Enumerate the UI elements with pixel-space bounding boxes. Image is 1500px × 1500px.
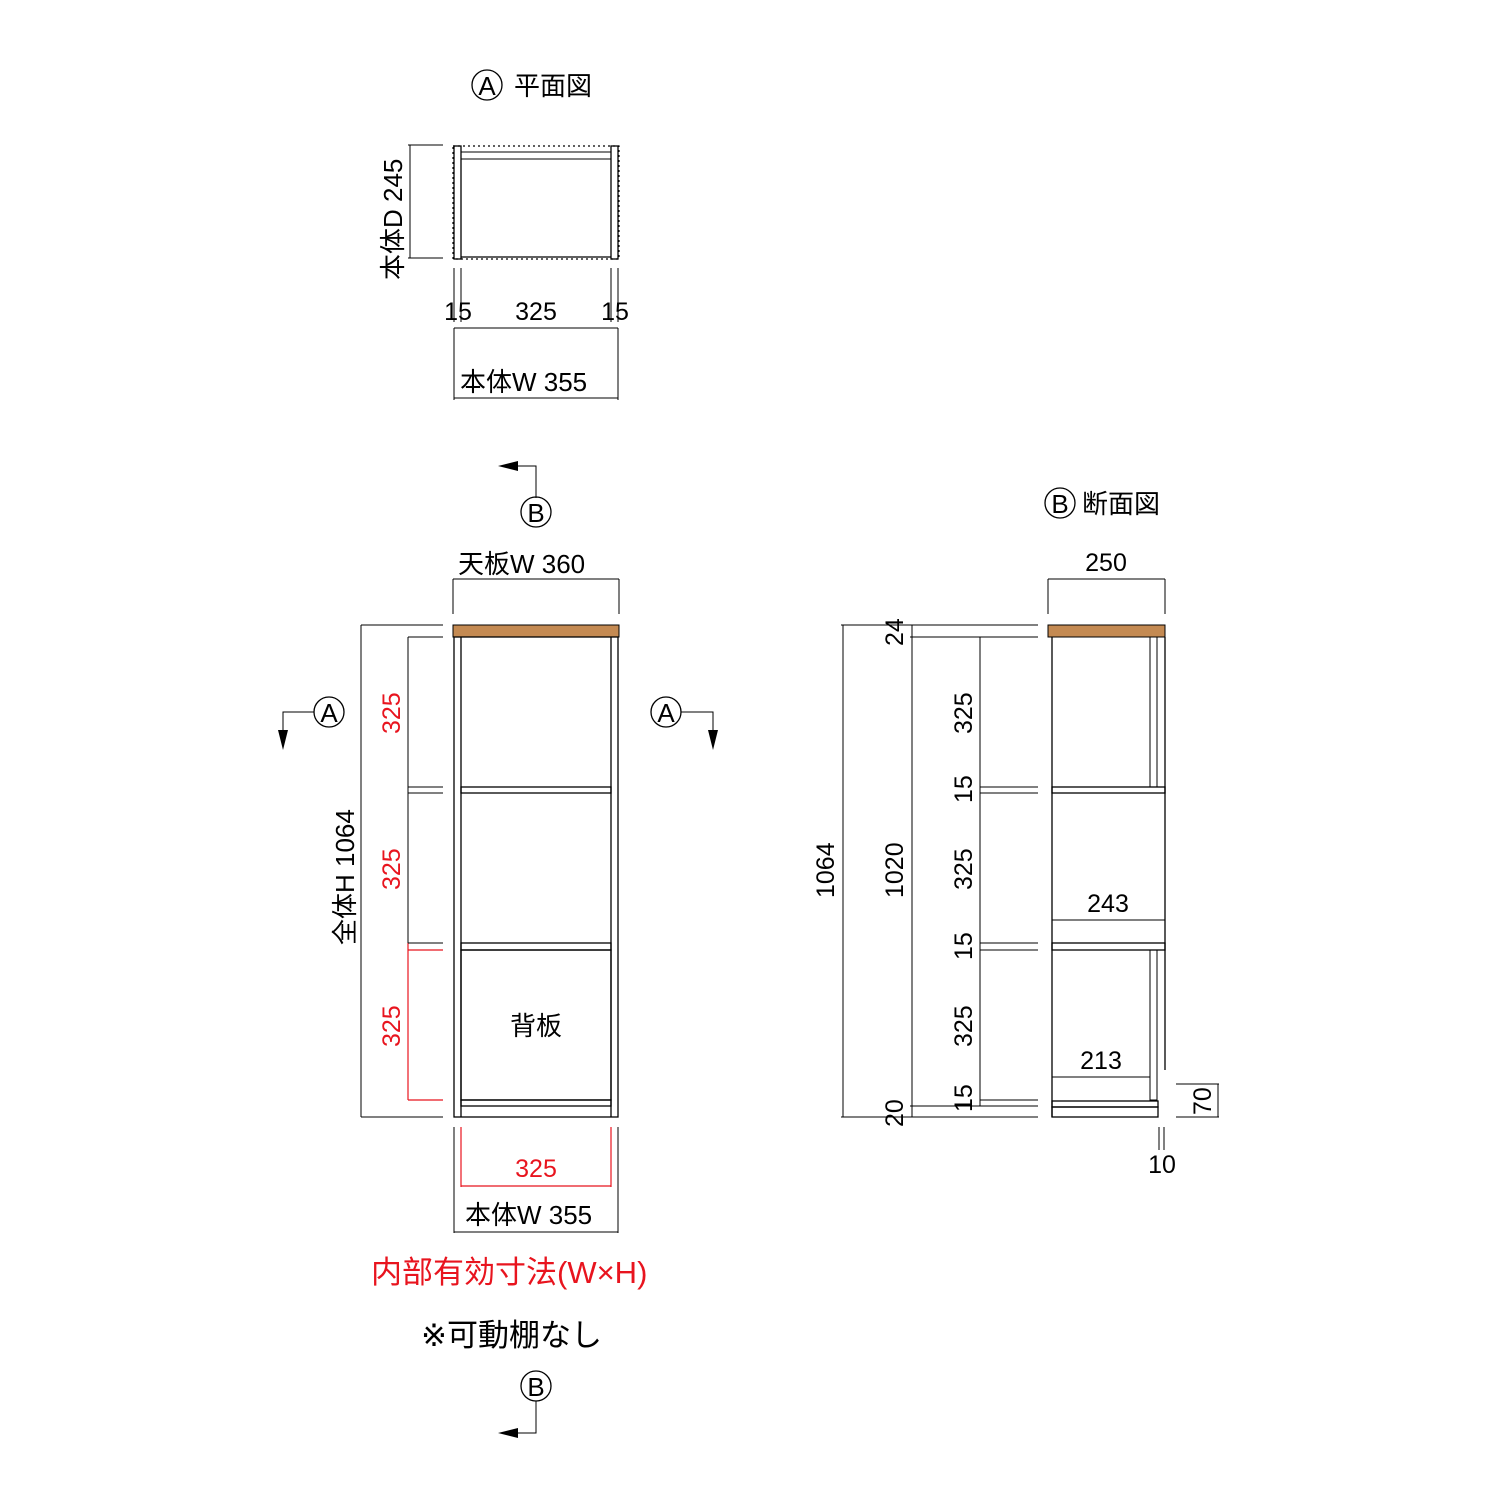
plan-width-label: 本体W 355: [460, 367, 587, 397]
stack-dim-3: 325: [950, 848, 978, 890]
section-marker-left: A: [320, 698, 338, 728]
section-marker-right: A: [657, 698, 675, 728]
no-adjustable-shelf-note: ※可動棚なし: [421, 1318, 602, 1353]
shelf-depth-mid: 243: [1087, 890, 1129, 918]
plinth-height: 70: [1189, 1087, 1217, 1115]
section-top-board: [1047, 624, 1166, 638]
stack-dim-1: 325: [950, 692, 978, 734]
stack-dim-2: 15: [950, 775, 978, 803]
plan-view: A 平面図 本体D 245 15 325 15 本体W 355: [378, 69, 629, 400]
section-marker-top: B: [527, 498, 544, 528]
section-overall-height: 1064: [812, 842, 840, 898]
plan-dim-left: 15: [444, 298, 472, 326]
section-title: 断面図: [1082, 489, 1160, 519]
inner-height-2: 325: [378, 848, 406, 890]
stack-dim-5: 325: [950, 1005, 978, 1047]
plinth-offset: 10: [1148, 1151, 1176, 1179]
overall-height-label: 全体H 1064: [330, 809, 360, 945]
plan-marker: A: [478, 71, 496, 101]
section-top-thickness: 24: [881, 618, 909, 646]
plan-dim-right: 15: [601, 298, 629, 326]
marker-circle-a: [471, 69, 503, 101]
body-width-label: 本体W 355: [465, 1200, 592, 1230]
section-marker-bottom: B: [527, 1372, 544, 1402]
section-base-height: 20: [881, 1099, 909, 1127]
section-view: B 断面図 250 243 213 1064 1020 24 20 325 15…: [812, 487, 1219, 1179]
section-body-height: 1020: [881, 842, 909, 898]
shelf-depth-low: 213: [1080, 1047, 1122, 1075]
back-panel-label: 背板: [510, 1011, 562, 1041]
effective-dimensions-note: 内部有効寸法(W×H): [371, 1255, 647, 1290]
inner-width: 325: [515, 1155, 557, 1183]
section-marker: B: [1051, 489, 1068, 519]
plan-depth-label: 本体D 245: [378, 159, 408, 280]
top-board-label: 天板W 360: [458, 549, 585, 579]
plan-title: 平面図: [514, 71, 592, 101]
inner-height-3: 325: [378, 1005, 406, 1047]
section-depth: 250: [1085, 549, 1127, 577]
inner-height-1: 325: [378, 692, 406, 734]
top-board: [452, 624, 620, 638]
stack-dim-6: 15: [950, 1084, 978, 1112]
front-view: B 天板W 360 A A 背板 全体H 1064 325 325 325 32…: [278, 461, 718, 1438]
stack-dim-4: 15: [950, 932, 978, 960]
plan-dim-mid: 325: [515, 298, 557, 326]
